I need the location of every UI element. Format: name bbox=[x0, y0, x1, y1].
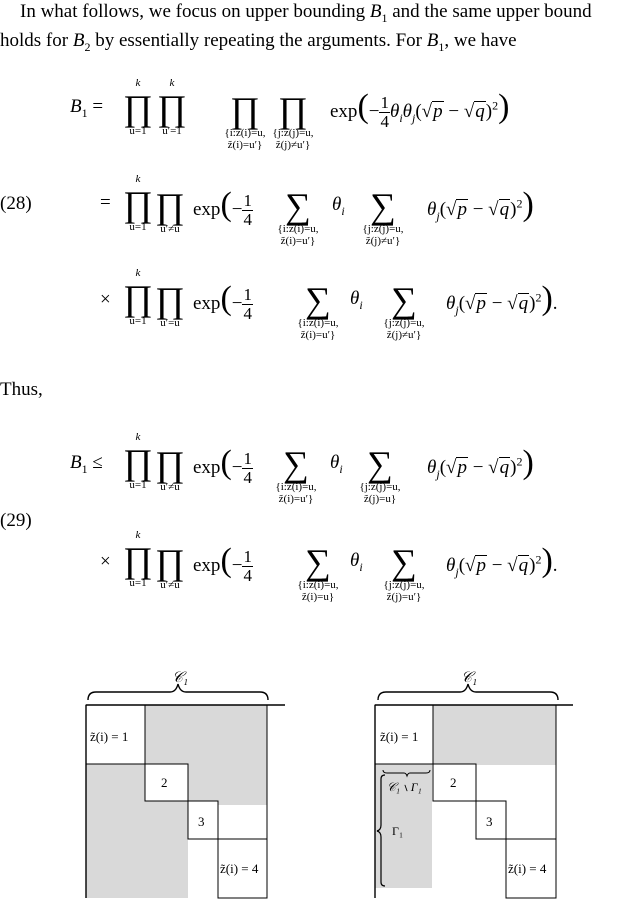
left-label-3: 3 bbox=[198, 814, 205, 829]
eq28-line2-sum-i: ∑{i:z(i)=u,z̃(i)=u′} bbox=[277, 186, 319, 247]
right-label-3: 3 bbox=[486, 814, 493, 829]
right-gamma-brace bbox=[376, 774, 386, 887]
right-shade-gamma bbox=[375, 764, 432, 888]
eq28-line2-theta-i: θi bbox=[332, 194, 345, 218]
eq28-lhs: B1 = bbox=[70, 96, 104, 120]
intro-line-1: In what follows, we focus on upper bound… bbox=[20, 1, 592, 25]
left-label-4: z̃(i) = 4 bbox=[220, 861, 259, 876]
eq29-line2-times: × bbox=[100, 551, 111, 572]
right-label-2: 2 bbox=[450, 775, 457, 790]
block-matrix-figure: 𝒞₁ z̃(i) = 1 2 3 z̃(i) = 4 𝒞₁ 𝒞₁ ∖ Γ₁ Γ₁ bbox=[85, 670, 573, 899]
right-label-4: z̃(i) = 4 bbox=[508, 861, 547, 876]
eq29-line2-sum-j: ∑{j:z(j)=u,z̃(j)=u′} bbox=[383, 542, 425, 603]
left-block-2 bbox=[144, 763, 189, 802]
right-small-brace bbox=[382, 769, 431, 778]
right-panel: 𝒞₁ 𝒞₁ ∖ Γ₁ Γ₁ z̃(i) = 1 2 3 z̃(i) = 4 bbox=[374, 670, 573, 899]
right-block-2 bbox=[432, 763, 477, 802]
eq28-line2-eq: = bbox=[100, 192, 111, 213]
eq29-line1-sum-i: ∑{i:z(i)=u,z̃(i)=u′} bbox=[275, 444, 317, 505]
eq28-line3-prod-2: ∏u′=u bbox=[155, 280, 185, 329]
eq28-prod-1: k∏u=1 bbox=[123, 77, 153, 137]
right-label-1: z̃(i) = 1 bbox=[380, 729, 418, 744]
right-brace-label: 𝒞₁ bbox=[461, 670, 477, 686]
eq28-prod-4: ∏{j:z(j)=u,z̃(j)≠u′} bbox=[272, 90, 314, 151]
eq29-line1-tail: θj(√p − √q)2) bbox=[427, 444, 534, 481]
left-label-2: 2 bbox=[161, 775, 168, 790]
eq28-line3-theta-i: θi bbox=[350, 288, 363, 312]
eq29-line1-sum-j: ∑{j:z(j)=u,z̃(j)=u} bbox=[359, 444, 401, 505]
thus-text: Thus, bbox=[0, 379, 43, 400]
eq29-line1-theta-i: θi bbox=[330, 452, 343, 476]
eq28-line2-tail: θj(√p − √q)2) bbox=[427, 186, 534, 223]
eq28-number: (28) bbox=[0, 193, 32, 214]
eq28-line3-tail: θj(√p − √q)2). bbox=[446, 280, 558, 317]
left-brace-label: 𝒞₁ bbox=[172, 670, 188, 686]
eq28-line2-prod-2: ∏u′≠u bbox=[155, 186, 185, 235]
left-panel: 𝒞₁ z̃(i) = 1 2 3 z̃(i) = 4 bbox=[85, 670, 285, 899]
right-c-minus-gamma: 𝒞₁ ∖ Γ₁ bbox=[387, 780, 422, 794]
right-block-1 bbox=[374, 704, 434, 765]
eq28-prod-2: k∏u′=1 bbox=[157, 77, 187, 137]
right-block-3 bbox=[475, 800, 507, 840]
eq29-lhs: B1 ≤ bbox=[70, 452, 103, 476]
eq28-line2-prod-1: k∏u=1 bbox=[123, 173, 153, 233]
left-block-3 bbox=[187, 800, 219, 840]
left-block-1 bbox=[85, 704, 146, 765]
eq28-line2-sum-j: ∑{j:z(j)=u,z̃(j)≠u′} bbox=[362, 186, 404, 247]
right-shade-upper bbox=[433, 705, 556, 765]
eq29-line2-theta-i: θi bbox=[350, 550, 363, 574]
eq28-line3-prod-1: k∏u=1 bbox=[123, 267, 153, 327]
eq28-line3-sum-j: ∑{j:z(j)=u,z̃(j)≠u′} bbox=[383, 280, 425, 341]
eq29-line2-prod-1: k∏u=1 bbox=[123, 529, 153, 589]
right-gamma-label: Γ₁ bbox=[392, 824, 403, 838]
eq28-line3-times: × bbox=[100, 289, 111, 310]
eq29-number: (29) bbox=[0, 510, 32, 531]
eq29-line1-prod-1: k∏u=1 bbox=[123, 431, 153, 491]
eq29-line2-prod-2: ∏u′≠u bbox=[155, 542, 185, 591]
left-label-1: z̃(i) = 1 bbox=[90, 729, 128, 744]
right-brace bbox=[377, 683, 559, 701]
eq29-line1-prod-2: ∏u′≠u bbox=[155, 444, 185, 493]
eq29-line2-tail: θj(√p − √q)2). bbox=[446, 542, 558, 579]
left-brace bbox=[87, 683, 269, 701]
eq29-line2-sum-i: ∑{i:z(i)=u,z̃(i)=u} bbox=[297, 542, 339, 603]
intro-line-2: holds for B2 by essentially repeating th… bbox=[0, 30, 517, 54]
eq28-line3-sum-i: ∑{i:z(i)=u,z̃(i)=u′} bbox=[297, 280, 339, 341]
eq28-prod-3: ∏{i:z(i)=u,z̃(i)=u′} bbox=[224, 90, 266, 151]
